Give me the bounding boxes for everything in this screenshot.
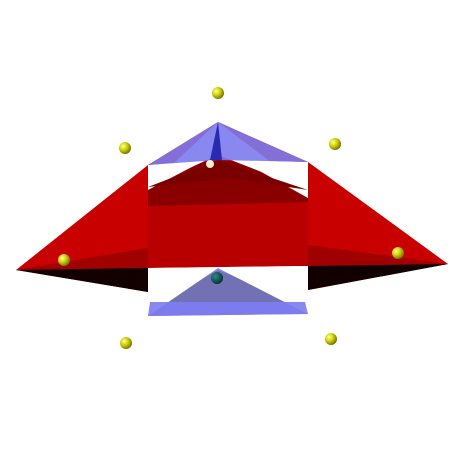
- atom-lower-right: [325, 333, 337, 345]
- red-right-wing-face: [308, 162, 448, 266]
- red-left-wing-shadow: [16, 268, 148, 292]
- atom-left: [58, 254, 70, 266]
- blue-lower-band: [148, 302, 308, 316]
- blue-upper-pyramid-edge: [210, 122, 222, 160]
- red-right-wing-shadow: [308, 264, 448, 290]
- top-small-atom: [206, 160, 214, 168]
- atom-lower-left: [120, 337, 132, 349]
- red-left-wing-face: [16, 165, 148, 270]
- atom-upper-right: [329, 138, 341, 150]
- atom-right: [392, 247, 404, 259]
- center-atom: [211, 272, 223, 284]
- red-central-top-face: [148, 155, 308, 206]
- atom-upper-left: [119, 142, 131, 154]
- red-inner-upper-face: [148, 160, 308, 190]
- atom-top: [212, 87, 224, 99]
- blue-upper-pyramid-face: [148, 122, 308, 165]
- blue-lower-pyramid-inner: [160, 270, 296, 302]
- red-central-body: [148, 200, 308, 268]
